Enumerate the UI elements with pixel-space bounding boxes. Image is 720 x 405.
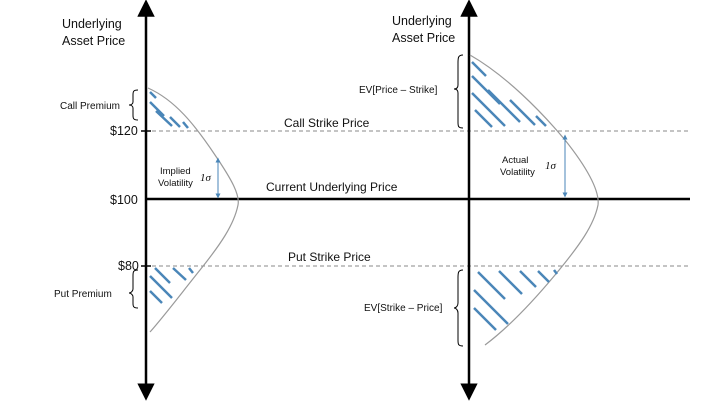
tick-100-label: $100 [110,193,138,207]
right-axis-title-line2: Asset Price [392,31,455,45]
put-premium-hatch [149,267,194,304]
tick-80-label: $80 [118,259,139,273]
right-actual-distribution-curve [469,54,599,346]
actual-vol-label-line2: Volatility [500,167,535,178]
call-premium-brace [128,89,139,121]
left-axis-title-line2: Asset Price [62,34,125,48]
put-strike-label: Put Strike Price [288,250,371,264]
left-implied-distribution-curve [147,87,239,333]
ev-put-brace [453,269,464,347]
actual-vol-label-line1: Actual [502,155,528,166]
call-premium-label: Call Premium [60,101,120,112]
ev-call-brace [453,54,464,129]
right-axis-title-line1: Underlying [392,14,452,28]
ev-put-hatch [473,269,558,331]
tick-120-label: $120 [110,124,138,138]
ev-call-label: EV[Price – Strike] [359,85,438,96]
put-premium-brace [128,269,139,309]
call-strike-label: Call Strike Price [284,116,370,130]
put-premium-label: Put Premium [54,289,112,300]
implied-vol-label-line2: Volatility [158,178,193,189]
ev-put-label: EV[Strike – Price] [364,303,443,314]
current-price-label: Current Underlying Price [266,180,398,194]
ev-call-hatch [471,61,547,128]
left-axis-title-line1: Underlying [62,17,122,31]
implied-sigma-label: 1σ [200,172,212,184]
call-premium-hatch [149,91,189,129]
implied-vol-label-line1: Implied [160,166,191,177]
actual-sigma-label: 1σ [545,160,557,172]
